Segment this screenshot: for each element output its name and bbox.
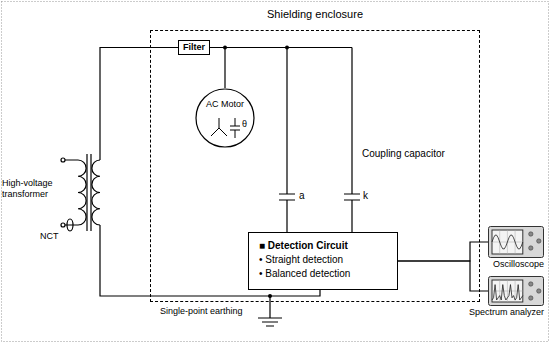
instrument-knob xyxy=(537,239,541,243)
instrument-screen xyxy=(492,230,523,254)
node-text: • Balanced detection xyxy=(259,267,387,281)
junction-dot xyxy=(285,46,289,50)
terminal xyxy=(61,223,65,227)
signal-wire xyxy=(398,242,488,261)
transformer-core xyxy=(86,154,87,231)
junction-dot xyxy=(268,294,272,298)
primary-coil xyxy=(78,160,86,225)
node-text: ■ Detection Circuit xyxy=(259,239,387,253)
node-text: AC Motor xyxy=(195,88,255,110)
primary-lead xyxy=(65,160,78,225)
node-text: • Straight detection xyxy=(259,253,387,267)
hv-bus-wire xyxy=(100,48,352,161)
instrument-icon xyxy=(488,276,544,306)
part-label: NCT xyxy=(40,231,59,242)
instrument-knob xyxy=(529,232,533,236)
ac-motor: AC Motor xyxy=(195,88,255,148)
capacitor-label: a xyxy=(299,190,305,201)
signal-wire xyxy=(398,261,488,291)
signal-wire xyxy=(210,48,225,89)
spectrum-analyzer: Spectrum analyzer xyxy=(488,276,544,306)
node-text: Filter xyxy=(183,41,205,54)
instrument-screen xyxy=(492,280,523,302)
node-text: Spectrum analyzer xyxy=(469,307,544,318)
instrument-knob xyxy=(529,282,533,286)
instrument-case xyxy=(489,227,544,258)
instrument-knob xyxy=(537,289,541,293)
instrument-knob xyxy=(529,246,533,250)
terminal xyxy=(61,158,65,162)
capacitor-symbol xyxy=(230,118,240,138)
motor-circle xyxy=(196,89,254,147)
secondary-coil xyxy=(92,160,100,225)
enclosure-heading: Shielding enclosure xyxy=(151,8,479,21)
motor-outline xyxy=(195,88,255,148)
node-text: Oscilloscope xyxy=(493,259,544,270)
capacitor-label: θ xyxy=(242,119,247,130)
oscilloscope: Oscilloscope xyxy=(488,226,544,258)
instrument-case xyxy=(489,277,544,306)
instrument-knob xyxy=(529,296,533,300)
earth-symbol xyxy=(258,296,282,326)
capacitor-label: k xyxy=(363,190,368,201)
nct-symbol xyxy=(67,219,73,231)
part-label: Coupling capacitor xyxy=(362,148,445,159)
screen-trace xyxy=(492,285,523,300)
part-label: High-voltage transformer xyxy=(2,178,60,200)
shielding-enclosure: Shielding enclosureFilterAC Motor■ Detec… xyxy=(150,30,480,302)
filter-box: Filter xyxy=(178,40,210,55)
transformer-core xyxy=(90,154,91,231)
detection-circuit-box: ■ Detection Circuit• Straight detection•… xyxy=(248,232,398,290)
screen-grid xyxy=(492,291,523,292)
winding-symbol xyxy=(211,118,227,136)
part-label: Single-point earthing xyxy=(160,306,243,317)
instrument-icon xyxy=(488,226,544,258)
coupling-capacitor-symbol xyxy=(279,48,295,233)
screen-trace xyxy=(492,235,523,249)
coupling-capacitor-symbol xyxy=(344,48,360,233)
